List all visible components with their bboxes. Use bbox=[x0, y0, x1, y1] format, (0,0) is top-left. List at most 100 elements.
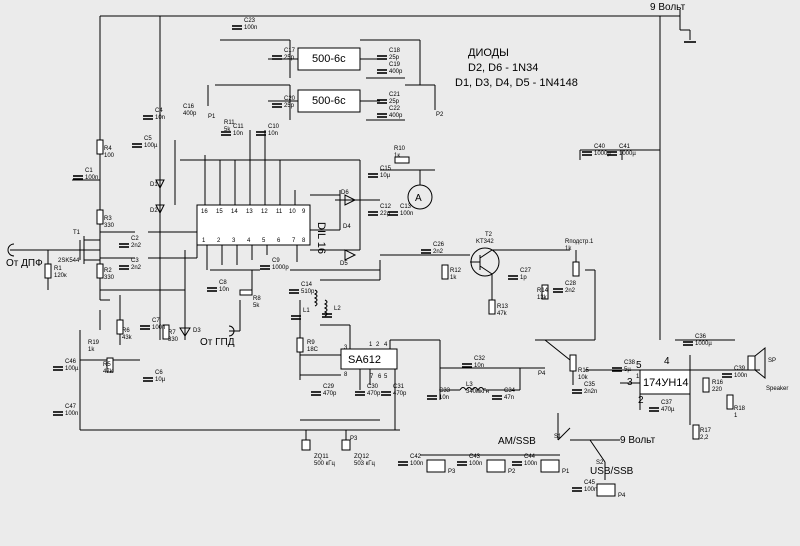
svg-text:4: 4 bbox=[664, 356, 670, 367]
svg-text:8: 8 bbox=[344, 372, 348, 378]
component-value: 5µ bbox=[624, 367, 631, 373]
component-ref: R16 bbox=[712, 380, 724, 386]
component-ref: C31 bbox=[393, 384, 405, 390]
component-value: 100n bbox=[410, 461, 423, 467]
svg-text:1: 1 bbox=[636, 374, 640, 380]
svg-text:2: 2 bbox=[376, 342, 380, 348]
component-ref: R15 bbox=[578, 368, 590, 374]
svg-text:7: 7 bbox=[370, 374, 374, 380]
input-gpd-label: От ГПД bbox=[200, 337, 235, 348]
component-ref: C11 bbox=[233, 124, 244, 130]
svg-text:T2: T2 bbox=[485, 232, 493, 238]
notes-line2: D1, D3, D4, D5 - 1N4148 bbox=[455, 77, 578, 89]
supply-bottom-label: 9 Вольт bbox=[620, 435, 656, 446]
component-value: 470p bbox=[367, 391, 381, 397]
component-value: 1k bbox=[565, 246, 572, 252]
component-value: 100µ bbox=[65, 366, 79, 372]
sa612-label: SA612 bbox=[348, 354, 381, 366]
component-ref: R3 bbox=[104, 216, 112, 222]
component-ref: C17 bbox=[284, 48, 296, 54]
capacitor-glyph bbox=[322, 313, 332, 318]
component-ref: C45 bbox=[584, 480, 596, 486]
component-ref: C5 bbox=[144, 136, 152, 142]
diode-notes: ДИОДЫ D2, D6 - 1N34 D1, D3, D4, D5 - 1N4… bbox=[455, 47, 578, 89]
component-ref: C12 bbox=[380, 204, 392, 210]
input-stage bbox=[7, 139, 198, 301]
svg-text:3: 3 bbox=[344, 345, 348, 351]
svg-text:D6: D6 bbox=[341, 190, 349, 196]
component-value: 2n2 bbox=[131, 265, 142, 271]
capacitor-glyph bbox=[140, 325, 150, 330]
component-ref: C14 bbox=[301, 282, 313, 288]
svg-text:8: 8 bbox=[302, 238, 306, 244]
bias-network bbox=[79, 175, 400, 431]
capacitor-glyph bbox=[272, 55, 282, 60]
component-ref: C3 bbox=[131, 258, 139, 264]
capacitor-glyph bbox=[398, 461, 408, 466]
svg-text:Speaker: Speaker bbox=[766, 386, 788, 392]
svg-text:5: 5 bbox=[636, 360, 642, 371]
capacitor-glyph bbox=[582, 151, 592, 156]
quartz-resonators bbox=[300, 419, 380, 451]
component-ref: R13 bbox=[497, 304, 509, 310]
component-ref: R18 bbox=[734, 406, 746, 412]
component-ref: C42 bbox=[410, 454, 422, 460]
component-ref: C32 bbox=[474, 356, 486, 362]
capacitor-glyph bbox=[355, 391, 365, 396]
input-dpf-label: От ДПФ bbox=[6, 258, 43, 269]
component-ref: C16 bbox=[183, 104, 195, 110]
amp-174un14: 174УН14 bbox=[585, 339, 766, 440]
component-value: 330 bbox=[104, 275, 115, 281]
svg-text:2: 2 bbox=[638, 395, 644, 406]
component-ref: C9 bbox=[272, 258, 280, 264]
component-value: 47k bbox=[103, 369, 114, 375]
component-ref: C13 bbox=[400, 204, 412, 210]
capacitor-glyph bbox=[722, 373, 732, 378]
capacitor-glyph bbox=[508, 275, 518, 280]
component-ref: Rподстр.1 bbox=[565, 239, 594, 245]
filter1-block: 500-6с bbox=[220, 39, 421, 85]
capacitor-glyph bbox=[553, 288, 563, 293]
svg-text:7: 7 bbox=[292, 238, 296, 244]
svg-text:5: 5 bbox=[262, 238, 266, 244]
component-ref: C39 bbox=[734, 366, 746, 372]
capacitor-glyph bbox=[572, 487, 582, 492]
component-ref: C26 bbox=[433, 242, 445, 248]
svg-text:6: 6 bbox=[277, 238, 281, 244]
svg-text:16: 16 bbox=[201, 209, 208, 215]
component-ref: C7 bbox=[152, 318, 160, 324]
component-ref: R11 bbox=[224, 120, 235, 126]
component-value: 1000p bbox=[272, 265, 289, 271]
capacitor-glyph bbox=[73, 175, 83, 180]
capacitor-glyph bbox=[311, 391, 321, 396]
component-ref: R5 bbox=[103, 362, 111, 368]
component-ref: R8 bbox=[253, 296, 261, 302]
component-value: 1 bbox=[734, 413, 738, 419]
capacitor-glyph bbox=[427, 395, 437, 400]
capacitor-glyph bbox=[256, 131, 266, 136]
capacitor-glyph bbox=[272, 103, 282, 108]
svg-text:3: 3 bbox=[232, 238, 236, 244]
component-value: 2n2 bbox=[131, 243, 142, 249]
svg-text:5: 5 bbox=[384, 374, 388, 380]
component-value: 220 bbox=[712, 387, 723, 393]
svg-text:P3: P3 bbox=[350, 436, 358, 442]
svg-text:13: 13 bbox=[246, 209, 253, 215]
component-value: 5k bbox=[253, 303, 260, 309]
component-value: 340мкГн bbox=[466, 389, 489, 395]
component-value: 100n bbox=[469, 461, 482, 467]
supply-top-label: 9 Вольт bbox=[650, 2, 686, 13]
component-ref: C20 bbox=[284, 96, 296, 102]
svg-text:D4: D4 bbox=[343, 224, 351, 230]
component-ref: C23 bbox=[244, 18, 256, 24]
svg-text:500 кГц: 500 кГц bbox=[314, 461, 336, 467]
svg-text:D3: D3 bbox=[193, 328, 201, 334]
svg-text:15: 15 bbox=[216, 209, 223, 215]
component-ref: C37 bbox=[661, 400, 673, 406]
component-glyphs bbox=[53, 25, 732, 492]
svg-text:T1: T1 bbox=[73, 230, 81, 236]
component-value: 1k bbox=[450, 275, 457, 281]
component-value: 25p bbox=[284, 103, 295, 109]
component-ref: C18 bbox=[389, 48, 401, 54]
